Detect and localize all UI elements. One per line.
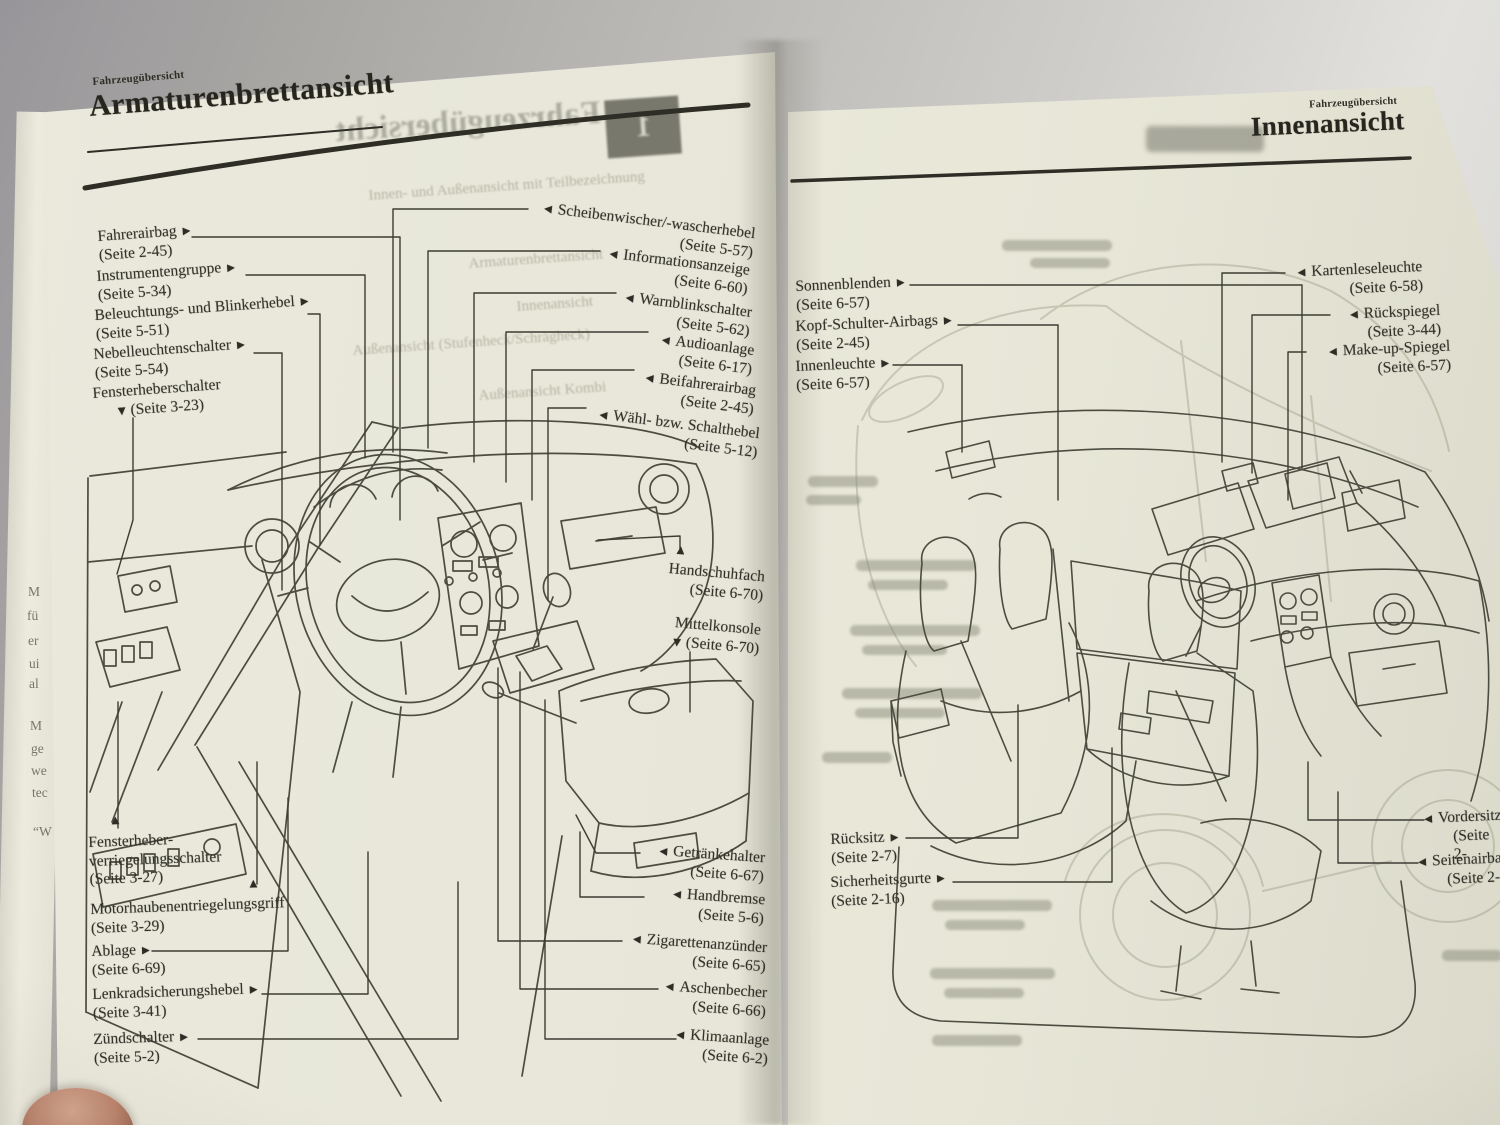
dashboard-diagram bbox=[85, 419, 754, 1102]
margin-fragment: “W bbox=[33, 824, 52, 839]
ghost-text-smudge bbox=[1030, 258, 1110, 268]
ghost-text-smudge bbox=[842, 688, 982, 699]
margin-fragment: ui bbox=[29, 656, 40, 671]
label-ablage: Ablage (Seite 6-69) bbox=[91, 940, 166, 980]
leader-lines bbox=[116, 208, 1425, 1040]
arrow-right-icon bbox=[221, 262, 236, 275]
margin-fragment: tec bbox=[32, 785, 48, 800]
margin-fragment: we bbox=[31, 763, 47, 778]
label-aschenbecher: Aschenbecher (Seite 6-66) bbox=[659, 977, 768, 1021]
label-ruecksitz: Rücksitz (Seite 2-7) bbox=[830, 828, 900, 868]
ghost-text-smudge bbox=[850, 625, 980, 636]
label-fahrerairbag: Fahrerairbag (Seite 2-45) bbox=[97, 222, 192, 266]
label-seitenairbag: Seitenairbag (Seite 2- bbox=[1418, 849, 1500, 890]
label-kartenleseleuchte: Kartenleseleuchte (Seite 6-58) bbox=[1286, 258, 1423, 301]
margin-fragment: ge bbox=[31, 741, 44, 756]
arrow-right-icon bbox=[244, 984, 258, 996]
label-rueckspiegel: Rückspiegel (Seite 3-44) bbox=[1342, 302, 1442, 343]
ghost-text-smudge bbox=[945, 920, 1025, 930]
arrow-down-icon bbox=[118, 405, 132, 418]
label-page-ref: (Seite 2- bbox=[1446, 868, 1500, 888]
arrow-left-icon bbox=[1297, 267, 1311, 280]
ghost-text-smudge bbox=[868, 580, 948, 590]
ghost-car-outline bbox=[855, 263, 1500, 1001]
ghost-text-smudge bbox=[1442, 950, 1500, 961]
ghost-text-smudge bbox=[944, 988, 1024, 998]
arrow-right-icon bbox=[176, 226, 191, 239]
label-text: Rücksitz bbox=[830, 828, 899, 850]
ghost-text-smudge bbox=[930, 968, 1055, 979]
ghost-text-smudge bbox=[855, 708, 945, 718]
ghost-text-smudge bbox=[1146, 126, 1264, 152]
arrow-left-icon bbox=[659, 846, 674, 859]
ghost-text-smudge bbox=[806, 495, 861, 505]
margin-fragment: al bbox=[29, 676, 39, 691]
ghost-text-smudge bbox=[856, 560, 976, 571]
arrow-right-icon bbox=[136, 945, 150, 957]
label-handbremse: Handbremse (Seite 5-6) bbox=[671, 885, 765, 929]
arrow-right-icon bbox=[931, 873, 945, 886]
margin-fragment: er bbox=[28, 633, 39, 648]
label-innenleuchte: Innenleuchte (Seite 6-57) bbox=[795, 354, 890, 395]
label-fensterheberverriegelungsschalter: Fensterheber-verriegelungsschalter (Seit… bbox=[88, 828, 270, 890]
arrow-up-icon bbox=[249, 878, 257, 890]
label-page-ref: (Seite 5-2) bbox=[93, 1047, 161, 1067]
arrow-left-icon bbox=[673, 889, 688, 902]
arrow-left-icon bbox=[633, 934, 648, 947]
label-sicherheitsgurte: Sicherheitsgurte (Seite 2-16) bbox=[830, 869, 946, 911]
label-page-ref: (Seite 6-69) bbox=[91, 959, 166, 979]
arrow-left-icon bbox=[676, 1029, 691, 1042]
arrow-up-icon bbox=[111, 815, 119, 827]
ghost-text-smudge bbox=[862, 645, 947, 655]
label-sonnenblenden: Sonnenblenden (Seite 6-57) bbox=[795, 273, 906, 315]
ghost-text-smudge bbox=[932, 900, 1052, 911]
arrow-left-icon bbox=[599, 410, 614, 424]
ghost-text-smudge bbox=[822, 752, 892, 763]
arrow-right-icon bbox=[891, 277, 905, 290]
arrow-left-icon bbox=[1418, 856, 1432, 869]
arrow-left-icon bbox=[1329, 346, 1343, 359]
label-text: Zündschalter bbox=[93, 1028, 188, 1050]
interior-diagram bbox=[890, 409, 1490, 1038]
margin-fragment: M bbox=[30, 718, 43, 733]
margin-fragment: fü bbox=[27, 608, 39, 623]
label-lenkradsicherungshebel: Lenkradsicherungshebel (Seite 3-41) bbox=[92, 980, 258, 1023]
label-text: Fensterheber-verriegelungsschalter bbox=[88, 831, 222, 870]
label-kopf-schulter-airbags: Kopf-Schulter-Airbags (Seite 2-45) bbox=[795, 311, 953, 355]
arrow-down-icon bbox=[673, 637, 687, 650]
arrow-left-icon bbox=[661, 335, 676, 349]
arrow-up-icon bbox=[676, 545, 685, 558]
arrow-left-icon bbox=[625, 293, 640, 307]
arrow-right-icon bbox=[294, 296, 309, 309]
label-makeup-spiegel: Make-up-Spiegel (Seite 6-57) bbox=[1324, 338, 1452, 381]
margin-fragment: M bbox=[28, 584, 41, 599]
arrow-right-icon bbox=[231, 339, 246, 352]
arrow-right-icon bbox=[875, 358, 889, 371]
label-klimaanlage: Klimaanlage (Seite 6-2) bbox=[667, 1025, 770, 1069]
ghost-text-smudge bbox=[808, 476, 878, 487]
arrow-left-icon bbox=[665, 981, 680, 994]
arrow-right-icon bbox=[884, 832, 898, 845]
arrow-right-icon bbox=[174, 1032, 188, 1044]
ghost-text-smudge bbox=[932, 1035, 1022, 1046]
title-rules bbox=[82, 102, 1412, 191]
label-zuendschalter: Zündschalter (Seite 5-2) bbox=[93, 1028, 189, 1068]
arrow-left-icon bbox=[1424, 813, 1438, 826]
ghost-text-smudge bbox=[1002, 240, 1112, 251]
label-page-ref: (Seite 2-7) bbox=[830, 846, 898, 867]
arrow-left-icon bbox=[1350, 309, 1364, 322]
arrow-left-icon bbox=[543, 203, 558, 217]
arrow-left-icon bbox=[609, 249, 624, 263]
label-motorhaubenentriegelungsgriff: Motorhaubenentriegelungsgriff (Seite 3-2… bbox=[90, 894, 285, 938]
arrow-left-icon bbox=[645, 373, 660, 387]
arrow-right-icon bbox=[938, 315, 952, 328]
